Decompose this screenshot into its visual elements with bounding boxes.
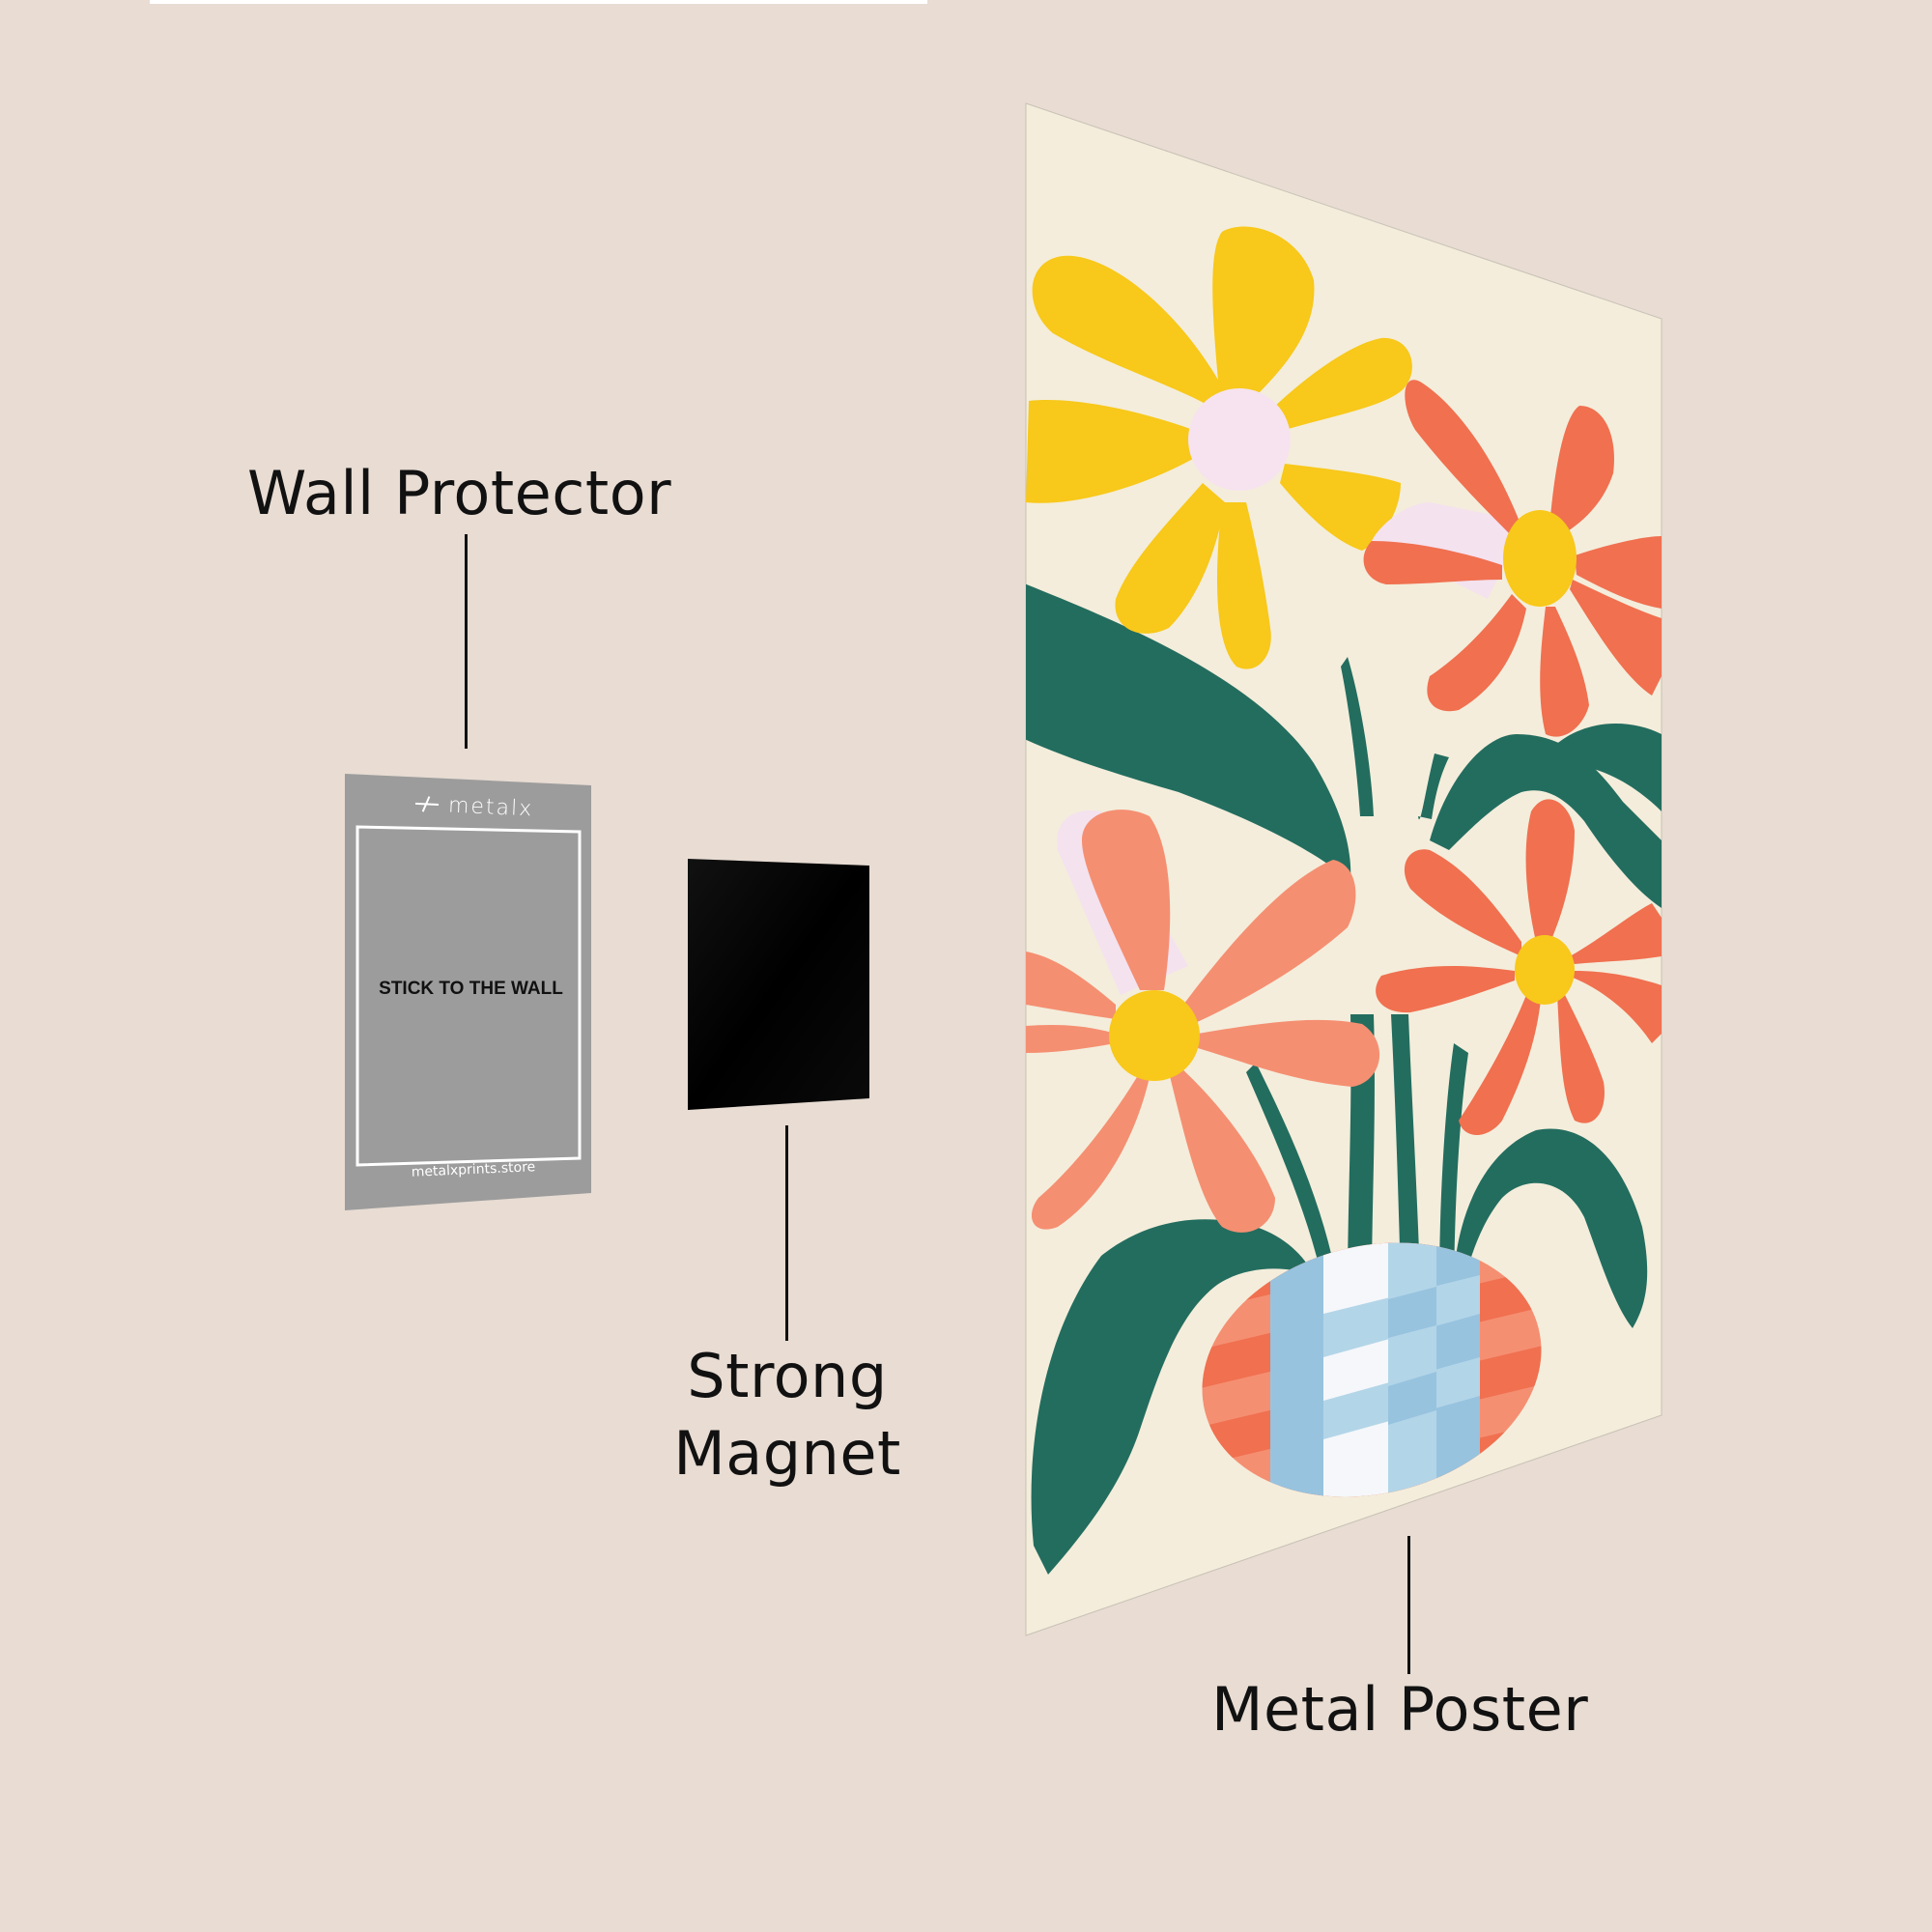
brand-name: metalx — [447, 792, 534, 821]
metal-poster-leader-line — [1407, 1536, 1410, 1674]
wall-protector-leader-line — [465, 534, 468, 749]
metalx-logo-icon — [415, 796, 440, 812]
strong-magnet — [688, 859, 869, 1110]
wall-protector-card — [345, 774, 591, 1210]
magnet-leader-line — [785, 1125, 788, 1341]
yellow-flower — [1026, 226, 1412, 669]
metal-poster — [1025, 102, 1662, 1636]
salmon-flower — [1026, 810, 1380, 1233]
strong-magnet-label: Strong Magnet — [594, 1338, 980, 1492]
stick-to-wall-text: STICK TO THE WALL — [379, 979, 563, 999]
wall-protector-label: Wall Protector — [247, 458, 672, 528]
metalx-logo: metalx — [412, 789, 549, 824]
orange-flower-bottom — [1376, 799, 1662, 1135]
top-edge-strip — [150, 0, 927, 4]
metal-poster-label: Metal Poster — [1211, 1674, 1589, 1745]
strong-magnet-label-line2: Magnet — [673, 1418, 901, 1489]
strong-magnet-label-line1: Strong — [687, 1341, 888, 1411]
orange-flower-top — [1363, 380, 1662, 737]
